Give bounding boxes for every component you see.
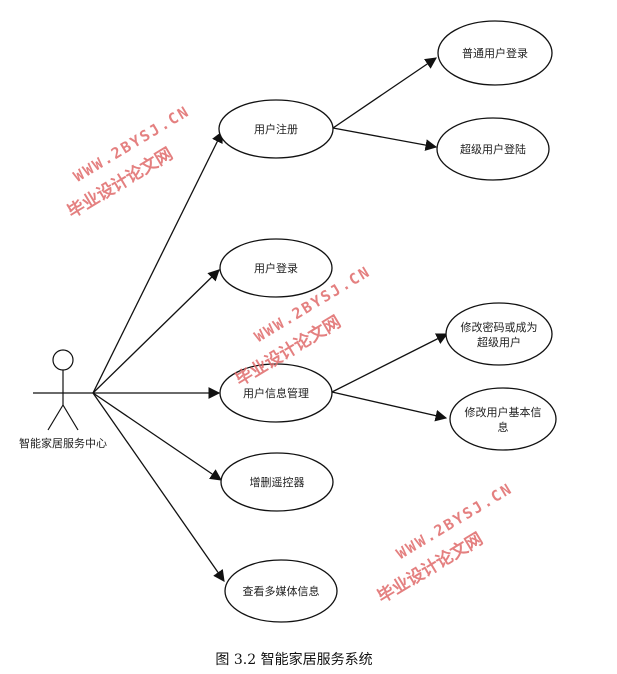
label-login: 用户登录 bbox=[254, 261, 298, 275]
use-case-normal-login[interactable]: 普通用户登录 bbox=[437, 20, 553, 86]
ellipse-super-login bbox=[436, 117, 550, 181]
ellipse-register bbox=[218, 99, 334, 159]
watermark-3: WWW.2BYSJ.CN 毕业设计论文网 bbox=[374, 479, 516, 607]
ellipse-login bbox=[219, 238, 333, 298]
use-case-super-login[interactable]: 超级用户登陆 bbox=[436, 117, 550, 181]
label-register: 用户注册 bbox=[254, 122, 298, 136]
arrow-register-to-normal-login bbox=[332, 57, 437, 129]
actor-head bbox=[52, 349, 74, 371]
arrow-to-register bbox=[92, 130, 223, 394]
label-info-mgmt: 用户信息管理 bbox=[243, 386, 309, 400]
figure-caption: 图 3.2 智能家居服务系统 bbox=[215, 651, 372, 668]
use-case-change-pwd[interactable]: 修改密码或成为 超级用户 bbox=[445, 302, 553, 366]
arrow-to-remote bbox=[92, 392, 222, 481]
use-case-media[interactable]: 查看多媒体信息 bbox=[224, 559, 338, 623]
ellipse-normal-login bbox=[437, 20, 553, 86]
arrow-info-to-basic-info bbox=[331, 391, 448, 422]
label-super-login: 超级用户登陆 bbox=[460, 142, 526, 156]
label-change-pwd-line1: 修改密码或成为 bbox=[461, 320, 538, 334]
actor-left-leg bbox=[47, 404, 64, 431]
actor-right-leg bbox=[62, 404, 79, 431]
arrow-to-media bbox=[92, 392, 225, 582]
arrow-info-to-change-pwd bbox=[331, 333, 449, 393]
actor-label: 智能家居服务中心 bbox=[19, 436, 107, 450]
ellipse-info-mgmt bbox=[219, 363, 333, 423]
arrow-to-login bbox=[92, 269, 220, 394]
label-normal-login: 普通用户登录 bbox=[462, 46, 528, 60]
ellipse-media bbox=[224, 559, 338, 623]
label-change-pwd-line2: 超级用户 bbox=[477, 335, 521, 349]
use-case-remote[interactable]: 增删遥控器 bbox=[220, 452, 334, 512]
ellipse-basic-info bbox=[449, 387, 557, 451]
label-remote: 增删遥控器 bbox=[250, 475, 305, 489]
watermark-1: WWW.2BYSJ.CN 毕业设计论文网 bbox=[64, 102, 193, 222]
ellipse-remote bbox=[220, 452, 334, 512]
use-case-register[interactable]: 用户注册 bbox=[218, 99, 334, 159]
use-case-login[interactable]: 用户登录 bbox=[219, 238, 333, 298]
label-basic-info-line1: 修改用户基本信 bbox=[465, 405, 542, 419]
label-basic-info-line2: 息 bbox=[498, 420, 509, 434]
label-media: 查看多媒体信息 bbox=[243, 584, 320, 598]
include-relations bbox=[331, 57, 449, 422]
ellipse-change-pwd bbox=[445, 302, 553, 366]
arrow-register-to-super-login bbox=[332, 127, 438, 151]
actor: 智能家居服务中心 bbox=[19, 349, 107, 450]
use-case-basic-info[interactable]: 修改用户基本信 息 bbox=[449, 387, 557, 451]
use-case-info-mgmt[interactable]: 用户信息管理 bbox=[219, 363, 333, 423]
actor-associations bbox=[92, 130, 225, 582]
